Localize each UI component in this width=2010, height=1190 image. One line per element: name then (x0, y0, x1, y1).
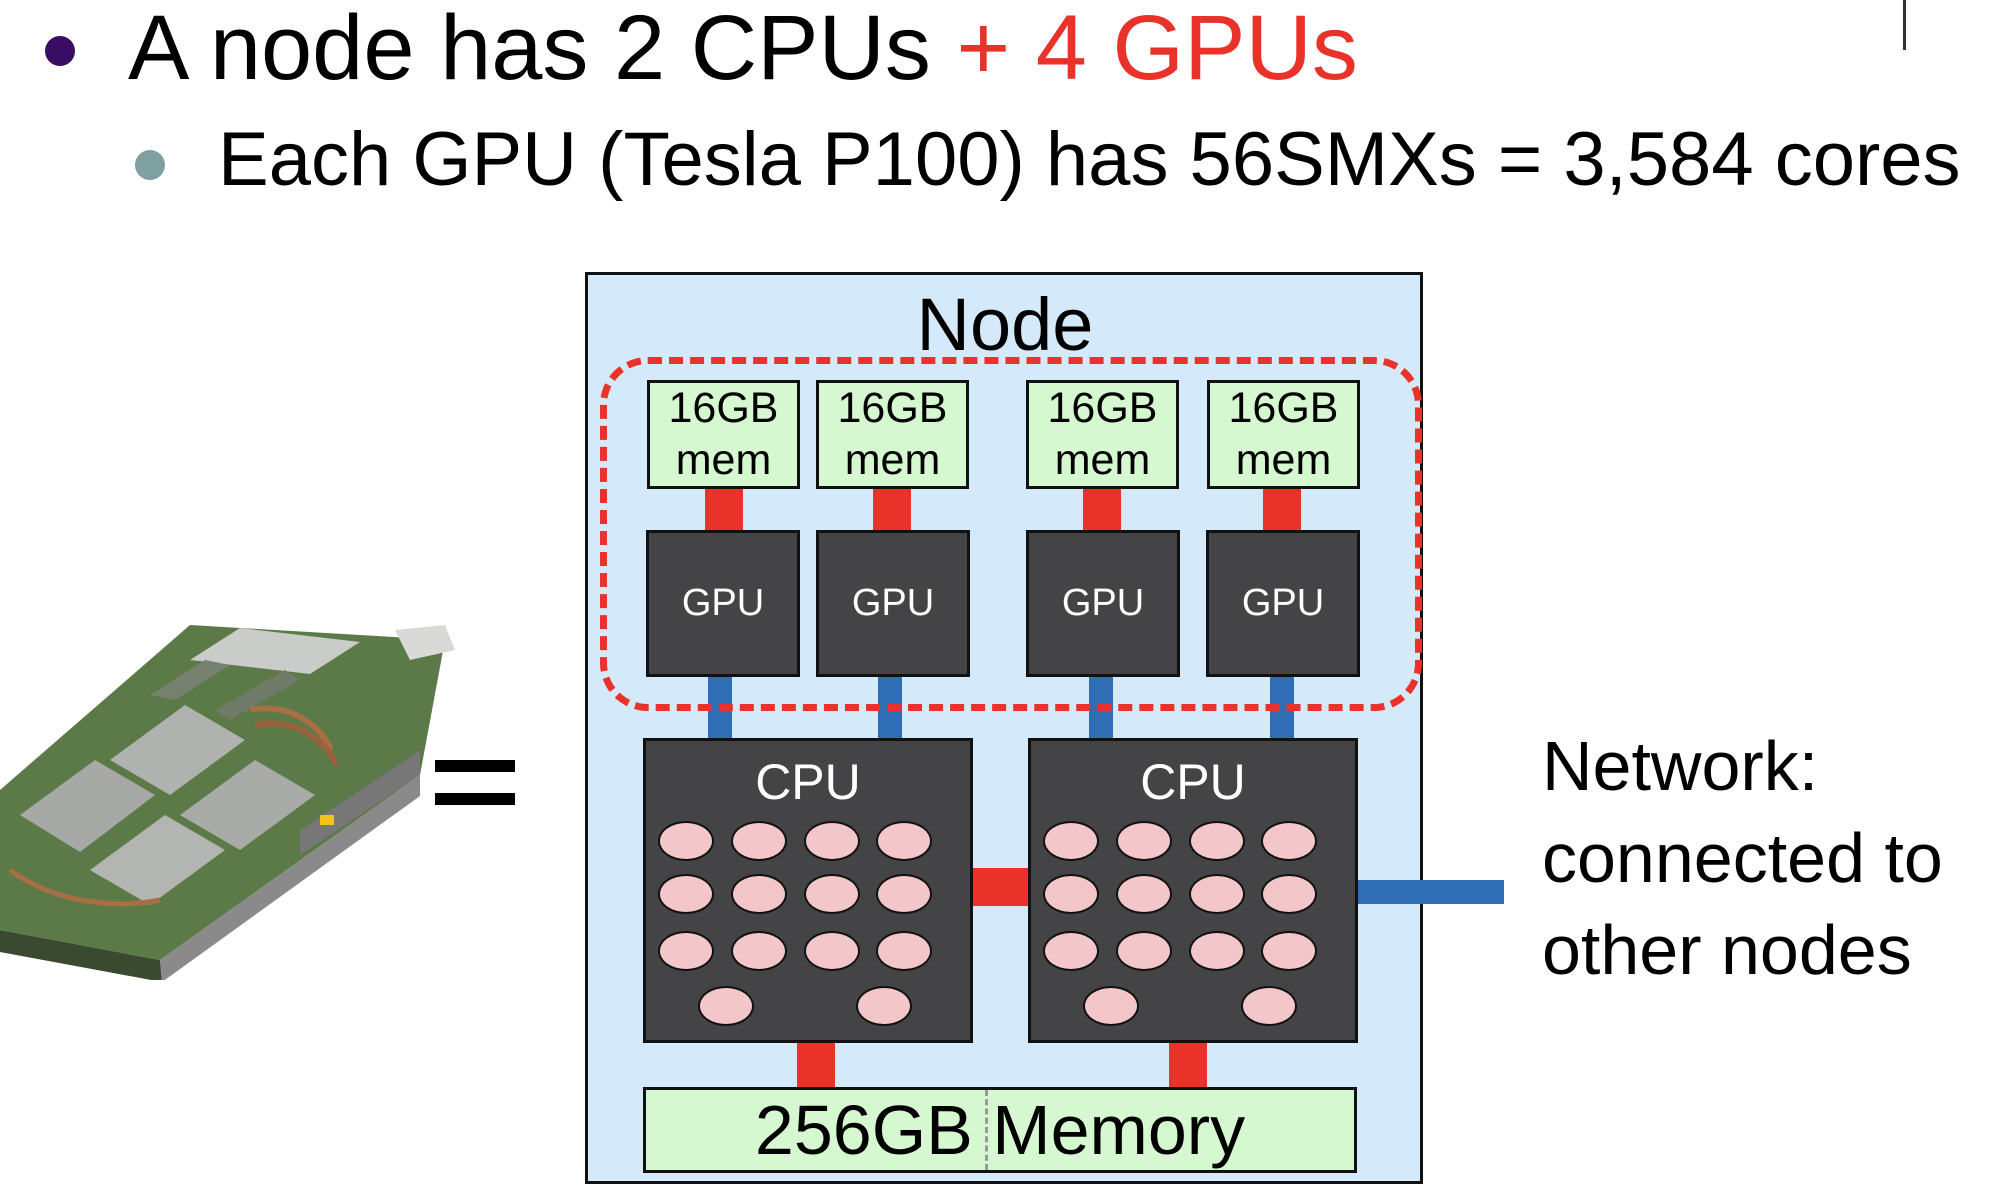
gpu-memory-block: 16GB mem (1207, 380, 1360, 489)
cpu-core (1261, 874, 1317, 914)
cpu-core (1043, 931, 1099, 971)
bullet-dot-level2 (135, 150, 165, 180)
cpu-core (1189, 931, 1245, 971)
cpu-chip: CPU (1028, 738, 1358, 1043)
gpu-memory-type: mem (1235, 435, 1332, 484)
cpu-core (1241, 986, 1297, 1026)
bullet-line-level1: A node has 2 CPUs + 4 GPUs (128, 0, 1358, 99)
network-link (1356, 880, 1504, 904)
cpu-core (1043, 821, 1099, 861)
cpu-core (658, 931, 714, 971)
gpu-chip: GPU (1026, 530, 1180, 677)
system-memory-divider (985, 1090, 988, 1170)
gpu-mem-link (873, 489, 911, 531)
slide-edge-marker (1903, 0, 1906, 50)
gpu-mem-link (705, 489, 743, 531)
cpu-core (731, 821, 787, 861)
server-board-image (0, 625, 455, 980)
cpu-core (1116, 821, 1172, 861)
gpu-memory-size: 16GB (1228, 383, 1339, 432)
cpu-chip: CPU (643, 738, 973, 1043)
cpu-interconnect-link (972, 868, 1030, 906)
node-label: Node (916, 283, 1094, 366)
cpu-core (804, 821, 860, 861)
cpu-label: CPU (755, 754, 861, 810)
network-label-line: other nodes (1542, 911, 1912, 989)
gpu-mem-link (1263, 489, 1301, 531)
cpu-core (658, 874, 714, 914)
cpu-core (698, 986, 754, 1026)
cpu-core (876, 931, 932, 971)
gpu-memory-type: mem (844, 435, 941, 484)
cpu-core (1189, 874, 1245, 914)
bullet-text-level2: Each GPU (Tesla P100) has 56SMXs = 3,584… (218, 117, 1961, 202)
gpu-group-outline (600, 357, 1422, 711)
gpu-memory-block: 16GB mem (1026, 380, 1179, 489)
gpu-memory-type: mem (1054, 435, 1151, 484)
cpu-memory-link (1169, 1040, 1207, 1088)
bullet-highlight-level1: + 4 GPUs (956, 0, 1358, 99)
cpu-core (1083, 986, 1139, 1026)
cpu-core (731, 931, 787, 971)
bullet-dot-level1 (45, 36, 75, 66)
cpu-core (658, 821, 714, 861)
cpu-core (1116, 931, 1172, 971)
cpu-memory-link (797, 1040, 835, 1088)
gpu-memory-block: 16GB mem (816, 380, 969, 489)
cpu-label: CPU (1140, 754, 1246, 810)
gpu-memory-size: 16GB (1047, 383, 1158, 432)
gpu-memory-block: 16GB mem (647, 380, 800, 489)
gpu-memory-size: 16GB (837, 383, 948, 432)
gpu-memory-type: mem (675, 435, 772, 484)
cpu-core (804, 874, 860, 914)
cpu-core (1189, 821, 1245, 861)
cpu-core (1116, 874, 1172, 914)
bullet-text-level1: A node has 2 CPUs (128, 0, 957, 99)
gpu-chip: GPU (1206, 530, 1360, 677)
cpu-core (1261, 931, 1317, 971)
network-label-line: connected to (1542, 819, 1943, 897)
network-label: Network: connected to other nodes (1542, 720, 1943, 996)
cpu-core (876, 874, 932, 914)
equals-sign-bottom (435, 793, 515, 805)
cpu-core (1043, 874, 1099, 914)
equals-sign-top (435, 760, 515, 772)
gpu-memory-size: 16GB (668, 383, 779, 432)
gpu-chip: GPU (816, 530, 970, 677)
gpu-mem-link (1083, 489, 1121, 531)
system-memory-block: 256GB Memory (643, 1087, 1357, 1173)
cpu-core (1261, 821, 1317, 861)
network-label-line: Network: (1542, 727, 1819, 805)
cpu-core (804, 931, 860, 971)
cpu-core (856, 986, 912, 1026)
cpu-core (876, 821, 932, 861)
gpu-chip: GPU (646, 530, 800, 677)
cpu-core (731, 874, 787, 914)
